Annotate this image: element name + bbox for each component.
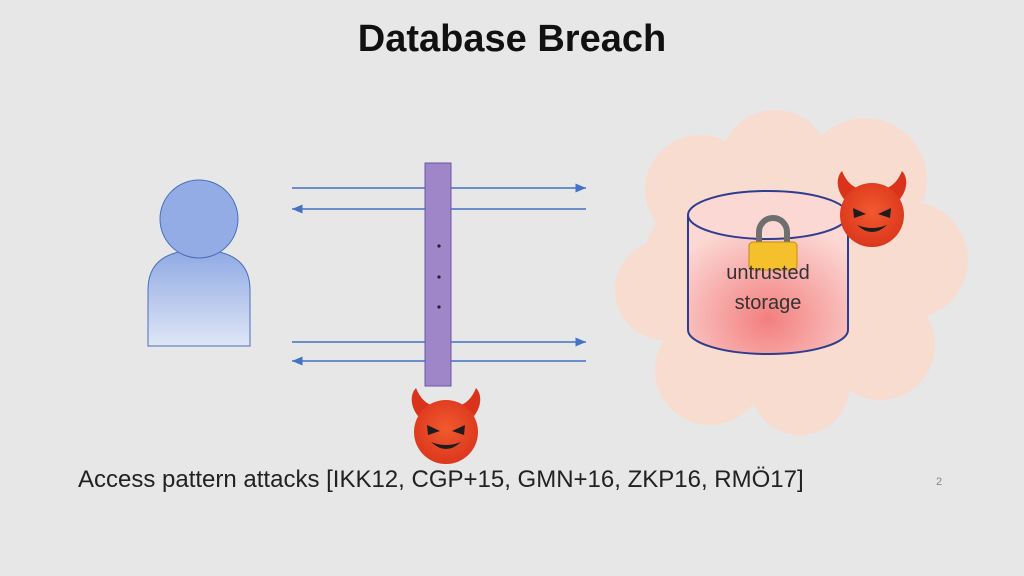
slide-caption: Access pattern attacks [IKK12, CGP+15, G… [78, 466, 804, 493]
slide-title: Database Breach [357, 18, 667, 60]
devil-icon [411, 388, 481, 464]
storage-label: untrusted storage [690, 258, 846, 318]
lock-icon [748, 215, 798, 271]
user-icon [147, 179, 251, 347]
page-number: 2 [936, 476, 943, 488]
storage-label-line2: storage [734, 292, 802, 314]
ellipsis-dot [437, 275, 441, 279]
ellipsis-dot [437, 305, 441, 309]
storage-label-line1: untrusted [726, 262, 810, 284]
channel-bar [424, 162, 452, 387]
database-icon [687, 190, 849, 355]
ellipsis-dot [437, 244, 441, 248]
